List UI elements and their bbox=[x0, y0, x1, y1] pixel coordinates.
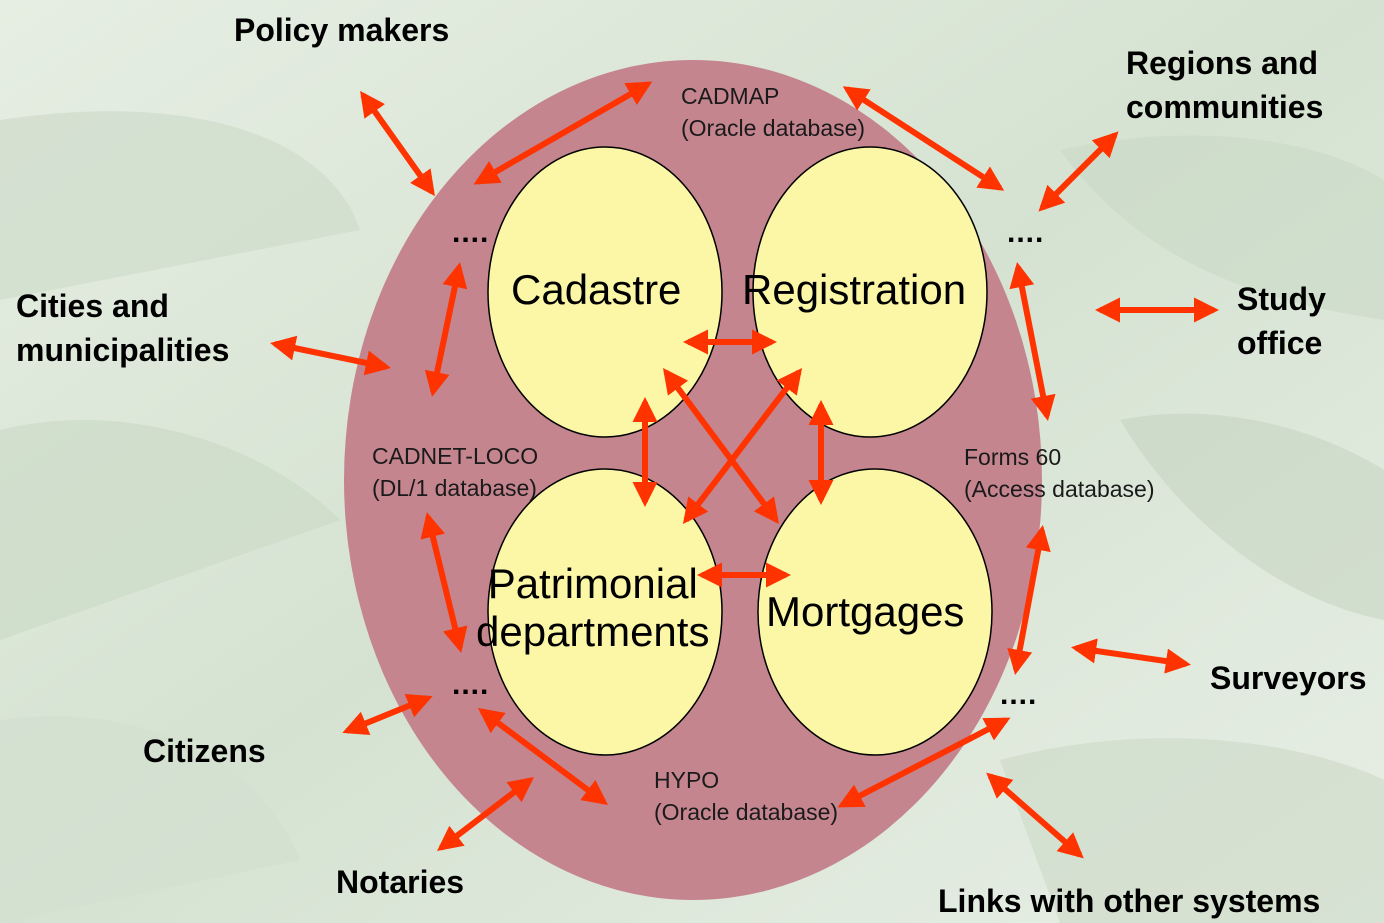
field-patch bbox=[0, 111, 360, 300]
ellipsis-lower-right: .... bbox=[1000, 678, 1038, 711]
policy-makers-label: Policy makers bbox=[234, 12, 450, 48]
cadastre-label: Cadastre bbox=[511, 266, 682, 313]
links-label: Links with other systems bbox=[938, 883, 1321, 919]
arrow-cadmap-right bbox=[842, 86, 1005, 191]
arrow-citizens bbox=[342, 693, 433, 736]
citizens-label: Citizens bbox=[143, 733, 266, 769]
cadnet-label: CADNET-LOCO (DL/1 database) bbox=[372, 440, 538, 504]
arrow-left-upper bbox=[424, 262, 468, 397]
registration-label: Registration bbox=[742, 266, 967, 313]
forms-label: Forms 60 (Access database) bbox=[964, 441, 1154, 505]
arrow-cadmap-left bbox=[473, 81, 653, 185]
patrimonial-label: Patrimonial departments bbox=[476, 560, 709, 656]
field-patch bbox=[0, 716, 300, 923]
notaries-label: Notaries bbox=[336, 864, 465, 900]
cadnet-type: (DL/1 database) bbox=[372, 475, 537, 501]
arrow-right-upper bbox=[1009, 262, 1056, 421]
study-office-label-line2: office bbox=[1237, 325, 1323, 361]
cadnet-name: CADNET-LOCO bbox=[372, 443, 539, 469]
arrow-cities bbox=[270, 335, 391, 376]
ellipsis-upper-left: .... bbox=[452, 216, 490, 249]
patrimonial-label-line1: Patrimonial bbox=[487, 560, 698, 607]
hypo-name: HYPO bbox=[654, 767, 720, 793]
arrow-notaries bbox=[436, 776, 535, 852]
hypo-label: HYPO (Oracle database) bbox=[654, 764, 838, 828]
patrimonial-label-line2: departments bbox=[476, 608, 710, 655]
arrow-links bbox=[986, 772, 1084, 859]
hypo-type: (Oracle database) bbox=[654, 799, 839, 825]
field-patch bbox=[0, 420, 340, 640]
cadmap-label: CADMAP (Oracle database) bbox=[681, 80, 865, 144]
arrow-left-lower bbox=[420, 512, 468, 653]
forms-type: (Access database) bbox=[964, 476, 1155, 502]
study-office-label: Study office bbox=[1237, 277, 1326, 365]
regions-label-line1: Regions and bbox=[1126, 45, 1319, 81]
mortgages-label: Mortgages bbox=[766, 588, 965, 635]
arrow-hypo-left bbox=[477, 707, 609, 806]
arrow-registration-patrimonial bbox=[682, 367, 803, 525]
cities-label: Cities and municipalities bbox=[16, 284, 229, 372]
cities-label-line2: municipalities bbox=[16, 332, 230, 368]
cadmap-type: (Oracle database) bbox=[681, 115, 866, 141]
field-patch bbox=[1060, 135, 1384, 320]
field-patch bbox=[1120, 413, 1384, 620]
regions-label-line2: communities bbox=[1126, 89, 1324, 125]
cities-label-line1: Cities and bbox=[16, 288, 169, 324]
surveyors-label: Surveyors bbox=[1210, 660, 1367, 696]
arrow-regions bbox=[1038, 131, 1119, 212]
forms-name: Forms 60 bbox=[964, 444, 1062, 470]
cadmap-name: CADMAP bbox=[681, 83, 780, 109]
arrow-right-lower bbox=[1007, 525, 1051, 675]
ellipsis-upper-right: .... bbox=[1007, 216, 1045, 249]
arrow-hypo-right bbox=[837, 717, 1011, 808]
ellipsis-lower-left: .... bbox=[452, 668, 490, 701]
regions-label: Regions and communities bbox=[1126, 41, 1323, 129]
arrow-surveyors bbox=[1071, 638, 1191, 674]
study-office-label-line1: Study bbox=[1237, 281, 1326, 317]
field-patch bbox=[1000, 738, 1384, 923]
arrow-policy-makers bbox=[360, 90, 435, 197]
